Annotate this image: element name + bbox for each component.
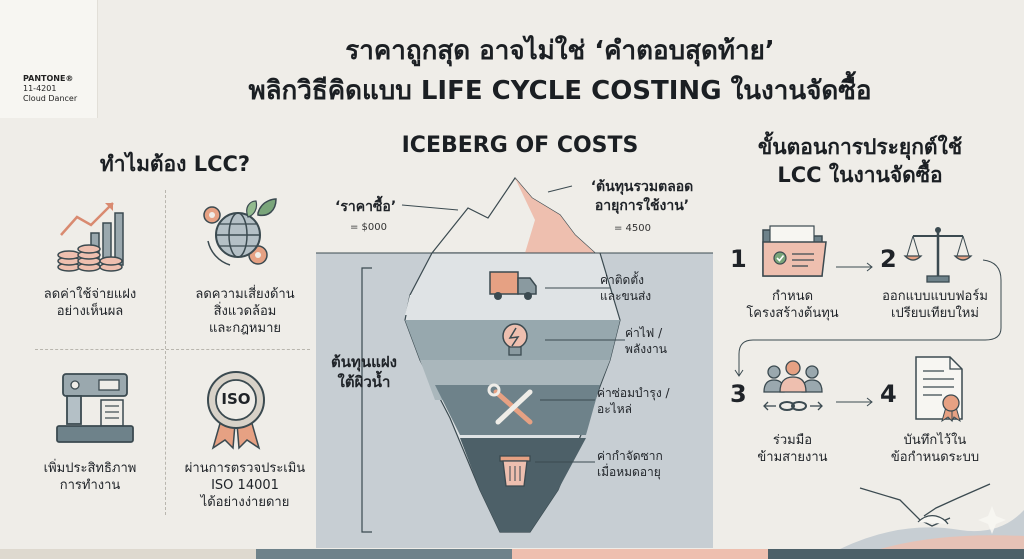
footer-bar-2 [256, 549, 512, 559]
step-2-label: ออกแบบแบบฟอร์ม เปรียบเทียบใหม่ [882, 289, 988, 321]
wrench-screwdriver-icon [487, 383, 533, 425]
iso-badge-icon [203, 368, 269, 450]
folder-check-icon [760, 222, 830, 280]
iceberg-diagram [310, 160, 715, 548]
team-link-icon [762, 358, 824, 422]
why-item-1-label: ลดค่าใช้จ่ายแฝง อย่างเห็นผล [43, 287, 137, 319]
globe-gears-leaf-icon [200, 195, 280, 275]
hidden-costs-bracket [361, 267, 372, 533]
purchase-price-value: = $000 [350, 222, 388, 233]
total-cost-label: ‘ต้นทุนรวมตลอด อายุการใช้งาน’ [590, 179, 694, 214]
step-1-number: 1 [730, 245, 747, 273]
why-heading: ทำไมต้อง LCC? [99, 152, 251, 176]
layer-2-label: ค่าไฟ / พลังงาน [625, 326, 667, 356]
pantone-label: PANTONE® 11-4201 Cloud Dancer [23, 74, 77, 104]
truck-icon [489, 271, 537, 300]
hidden-costs-label: ต้นทุนแฝง ใต้ผิวน้ำ [331, 353, 397, 391]
title-line-1: ราคาถูกสุด อาจไม่ใช่ ‘คำตอบสุดท้าย’ [345, 36, 775, 66]
arrow-3-4 [836, 392, 876, 411]
coin-stacks-chart-icon [55, 195, 135, 275]
purchase-price-label: ‘ราคาซื้อ’ [335, 199, 397, 215]
balance-scale-icon [903, 222, 973, 284]
title-line-2: พลิกวิธีคิดแบบ LIFE CYCLE COSTING ในงานจ… [248, 76, 872, 106]
layer-4-label: ค่ากำจัดซาก เมื่อหมดอายุ [597, 449, 663, 479]
pantone-swatch: PANTONE® 11-4201 Cloud Dancer [0, 0, 98, 118]
step-4-number: 4 [880, 380, 897, 408]
pantone-code: 11-4201 [23, 84, 57, 93]
trash-can-icon [499, 455, 531, 487]
step-3-number: 3 [730, 380, 747, 408]
document-seal-icon [912, 355, 966, 423]
pantone-name: Cloud Dancer [23, 94, 78, 103]
lightbulb-icon [502, 323, 528, 356]
step-3-label: ร่วมมือ ข้ามสายงาน [757, 433, 828, 465]
pantone-brand: PANTONE® [23, 74, 74, 83]
why-divider-h [35, 349, 310, 350]
iceberg-heading: ICEBERG OF COSTS [401, 133, 639, 158]
why-item-4-label: ผ่านการตรวจประเมิน ISO 14001 ได้อย่างง่า… [184, 461, 306, 510]
why-divider-v [165, 190, 166, 515]
footer-bar-4 [768, 549, 1024, 559]
step-1-label: กำหนด โครงสร้างต้นทุน [746, 289, 839, 321]
footer-bar-3 [512, 549, 768, 559]
connector-2-3 [734, 258, 1005, 384]
total-cost-value: = 4500 [614, 223, 652, 234]
arrow-1-2 [836, 257, 876, 276]
why-item-2-label: ลดความเสี่ยงด้าน สิ่งแวดล้อม และกฎหมาย [195, 287, 295, 336]
why-item-3-label: เพิ่มประสิทธิภาพ การทำงาน [43, 461, 137, 493]
step-2-number: 2 [880, 245, 897, 273]
machine-icon [55, 370, 135, 448]
handshake-illustration [840, 470, 1024, 549]
step-4-label: บันทึกไว้ใน ข้อกำหนดระบบ [890, 433, 980, 465]
layer-3-label: ค่าซ่อมบำรุง / อะไหล่ [597, 386, 670, 416]
steps-heading: ขั้นตอนการประยุกต์ใช้ LCC ในงานจัดซื้อ [757, 135, 963, 187]
iso-badge-text: ISO [221, 390, 251, 408]
footer-bar-1 [0, 549, 256, 559]
iceberg-tip-shade [515, 178, 595, 253]
layer-1-label: ค่าติดตั้ง และขนส่ง [600, 273, 652, 303]
